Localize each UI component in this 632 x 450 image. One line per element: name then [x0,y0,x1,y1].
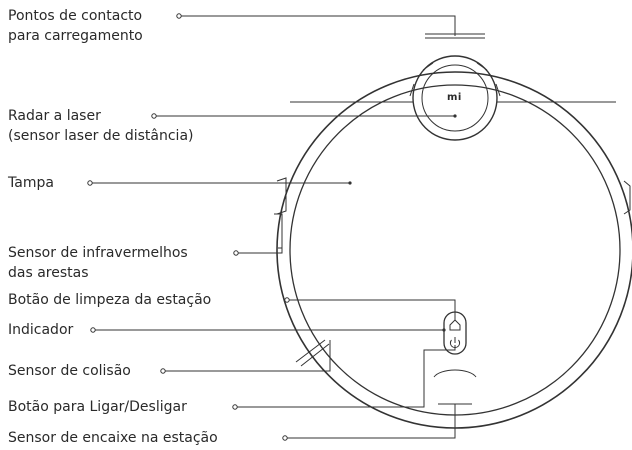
bumper-outer-ring [276,71,632,429]
leader-laser-radar [151,113,457,119]
dock-sensor-window [433,369,477,378]
label-power-button: Botão para Ligar/Desligar [8,399,187,415]
leader-edge-ir-sensor [233,248,283,256]
mi-logo: mi [447,92,462,103]
laser-radar-outer [412,55,498,141]
label-edge-ir-sensor: Sensor de infravermelhos das arestas [8,245,188,281]
leader-power-button [232,345,456,410]
leader-dock-clean-button [284,297,456,320]
right-upper-notch [623,180,631,215]
leader-charging-contacts [176,13,456,36]
label-charging-contacts: Pontos de contacto para carregamento [8,8,143,44]
leader-dock-sensor [282,404,456,441]
label-dock-sensor: Sensor de encaixe na estação [8,430,218,446]
left-upper-notch [276,177,287,215]
label-collision-sensor: Sensor de colisão [8,363,131,379]
leader-cover [87,180,352,186]
laser-radar-inner [421,64,489,132]
label-dock-clean-button: Botão de limpeza da estação [8,292,212,308]
cover-ring [289,84,621,416]
leader-collision-sensor [160,340,331,374]
left-edge-sensor-notch [274,213,283,249]
side-brush [295,339,330,367]
label-cover: Tampa [8,175,54,191]
label-laser-radar: Radar a laser (sensor laser de distância… [8,108,194,144]
leader-indicator [90,327,446,333]
label-indicator: Indicador [8,322,74,338]
laser-radar-tabs [409,62,501,97]
home-icon [449,319,461,331]
